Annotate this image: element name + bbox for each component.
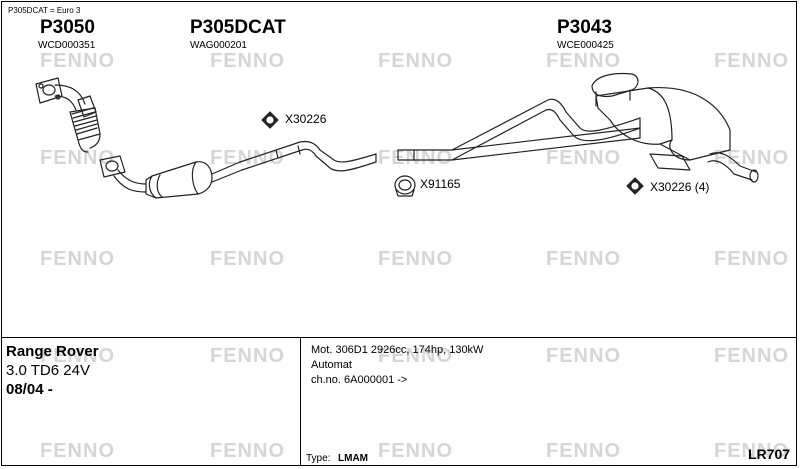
part-number: P3050 — [40, 17, 95, 38]
part-number: P3043 — [557, 17, 612, 38]
diamond-clamp-icon — [626, 177, 644, 195]
part-code: WCD000351 — [38, 40, 96, 51]
fitting-label: X91165 — [420, 177, 461, 191]
vehicle-model: Range Rover — [6, 343, 99, 360]
part-code: WCE000425 — [557, 40, 614, 51]
fitting-label: X30226 (4) — [650, 180, 710, 194]
vehicle-engine: 3.0 TD6 24V — [6, 362, 90, 379]
type-label: Type: — [306, 453, 331, 464]
engine-info-line: Automat — [311, 359, 352, 371]
part-number: P305DCAT — [190, 17, 286, 38]
exhaust-parts-drawing — [35, 72, 759, 199]
part-code: WAG000201 — [190, 40, 247, 51]
vehicle-date: 08/04 - — [6, 381, 53, 398]
info-divider — [1, 337, 797, 338]
rear-section-p3043 — [397, 72, 759, 183]
diamond-clamp-icon — [261, 111, 279, 129]
ring-clamp-icon — [394, 175, 416, 197]
catalyst-p305dcat — [145, 140, 377, 199]
header-note: P305DCAT = Euro 3 — [8, 6, 81, 15]
type-value: LMAM — [338, 453, 368, 464]
diagram-reference: LR707 — [748, 446, 791, 462]
info-divider — [300, 337, 301, 466]
engine-info-line: Mot. 306D1 2926cc, 174hp, 130kW — [311, 344, 484, 356]
front-pipe-p3050 — [35, 77, 147, 193]
fitting-label: X30226 — [285, 112, 327, 126]
engine-info-line: ch.no. 6A000001 -> — [311, 374, 408, 386]
